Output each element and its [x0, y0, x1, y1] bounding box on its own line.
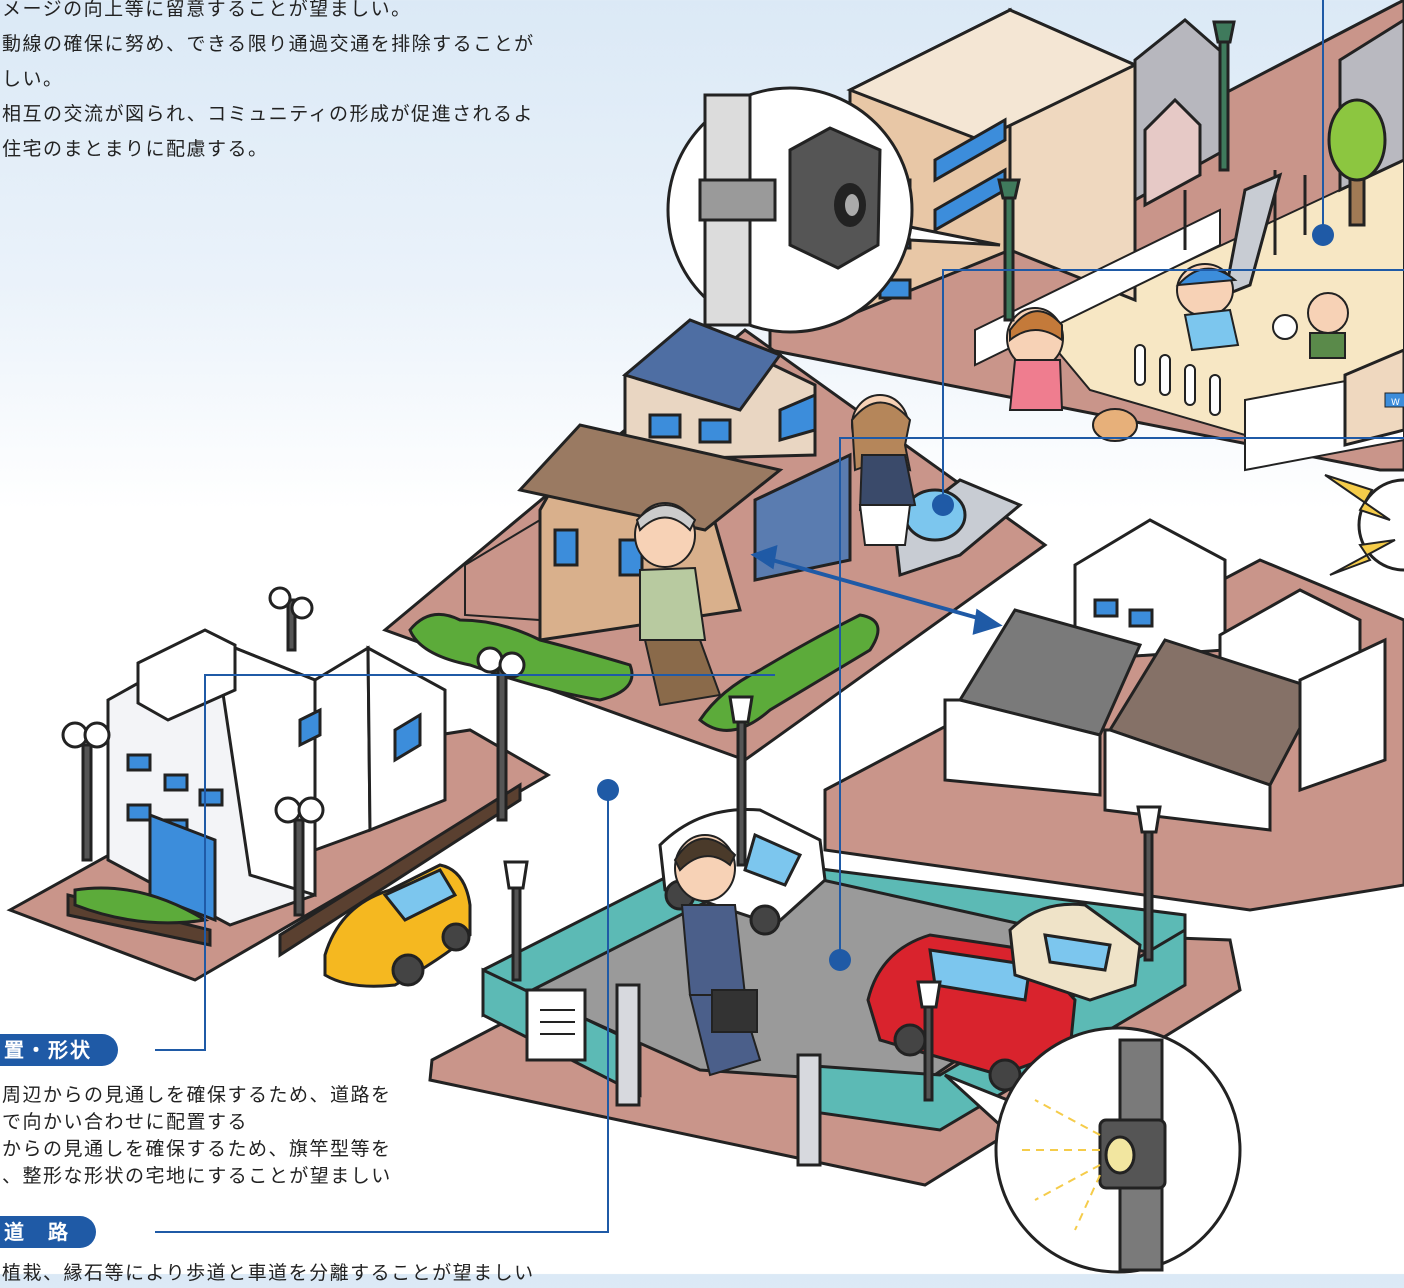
sensor-light-magnifier — [943, 1026, 1242, 1274]
toilet-building: W — [1343, 348, 1404, 447]
layout-line-3: からの見通しを確保するため、旗竿型等を — [2, 1138, 392, 1160]
section-title-layout: 置・形状 — [0, 1034, 118, 1066]
intro-line-2: 動線の確保に努め、できる限り通過交通を排除することが — [2, 33, 535, 55]
lamp-posts-left — [61, 586, 526, 917]
park-bollards — [1134, 344, 1221, 416]
parking-sign — [525, 988, 587, 1062]
callout-lines — [155, 0, 1404, 1233]
house-right-2 — [1103, 588, 1387, 832]
parking-lamps — [503, 695, 1162, 1102]
security-camera-icon — [788, 126, 882, 270]
layout-line-2: で向かい合わせに配置する — [2, 1111, 249, 1133]
house-fence — [464, 518, 541, 622]
callout-dots — [597, 224, 1334, 971]
wc-sign: W — [1391, 398, 1400, 408]
child-small — [1307, 292, 1349, 359]
intro-line-3: しい。 — [2, 68, 64, 90]
child-girl-with-dog — [1006, 307, 1138, 442]
child-boy-striped — [1175, 263, 1298, 352]
section-title-layout-text: 置・形状 — [4, 1038, 92, 1062]
alarm-burst-icon — [1324, 474, 1404, 576]
businessman — [673, 834, 762, 1077]
elderly-man — [634, 502, 722, 707]
layout-line-4: 、整形な形状の宅地にすることが望ましい — [2, 1165, 392, 1187]
woman-with-garbage-bag — [850, 394, 917, 546]
sensor-light-icon — [1098, 1118, 1167, 1190]
intro-line-1: メージの向上等に留意することが望ましい。 — [2, 0, 412, 20]
view-line-arrow — [750, 544, 1003, 635]
park-tree — [1327, 98, 1387, 227]
house-right-1 — [943, 518, 1227, 797]
road-line-1: 植栽、縁石等により歩道と車道を分離することが望ましい — [2, 1262, 535, 1284]
beige-car — [1008, 902, 1142, 1002]
layout-line-1: 周辺からの見通しを確保するため、道路を — [2, 1084, 392, 1106]
camera-magnifier — [666, 86, 1001, 334]
section-title-road-text: 道 路 — [4, 1220, 70, 1244]
street-lamp — [997, 20, 1236, 322]
section-title-road: 道 路 — [0, 1216, 96, 1248]
intro-line-5: 住宅のまとまりに配慮する。 — [2, 138, 269, 160]
left-fence-hedge — [66, 782, 522, 958]
slide — [1183, 170, 1307, 298]
office-building-left — [106, 628, 447, 927]
house-blue-roof — [621, 318, 817, 462]
yellow-car — [323, 863, 472, 988]
intro-line-4: 相互の交流が図られ、コミュニティの形成が促進されるよ — [2, 103, 535, 125]
